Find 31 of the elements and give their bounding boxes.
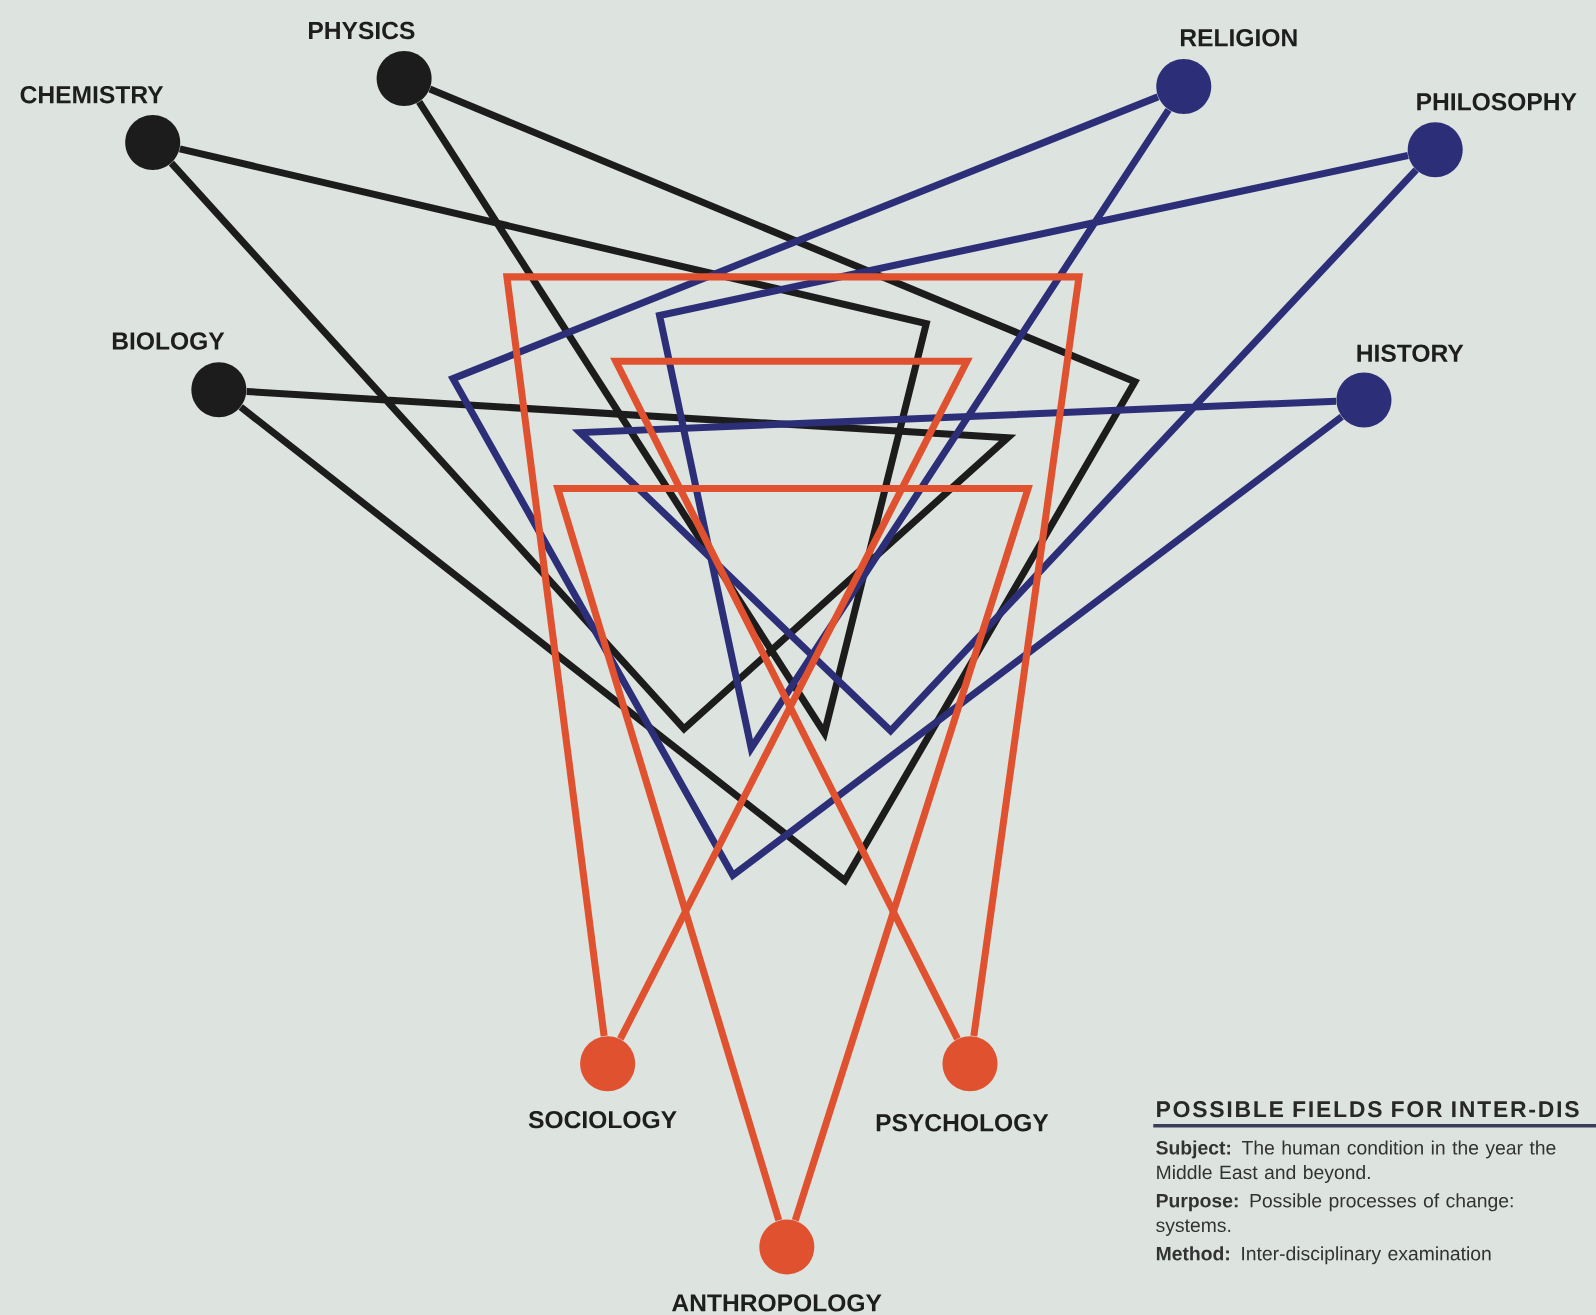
node-label: PHYSICS (309, 21, 415, 40)
node-label: RELIGION (1180, 28, 1297, 47)
discipline-node: PSYCHOLOGY (876, 1036, 1049, 1132)
node-label: ANTHROPOLOGY (672, 1294, 882, 1312)
connector-line (168, 160, 1017, 734)
connector-line (655, 107, 1409, 758)
connector-line (238, 85, 1140, 886)
section-heading: POSSIBLE FIELDS FOR INTER-DIS (1157, 1101, 1579, 1118)
connector-line (502, 273, 1083, 1037)
node-label: HISTORY (1357, 344, 1464, 362)
discipline-node: ANTHROPOLOGY (672, 1219, 882, 1312)
discipline-node: PHILOSOPHY (1407, 93, 1577, 178)
discipline-node: BIOLOGY (112, 332, 247, 418)
discipline-node: SOCIOLOGY (528, 1036, 677, 1129)
connector-line (179, 99, 931, 742)
discipline-node: CHEMISTRY (20, 85, 181, 170)
node-label: BIOLOGY (112, 332, 225, 350)
connector-line (571, 167, 1419, 736)
text-paragraph: Purpose: Possible processes of change: systems. (1156, 1193, 1513, 1236)
discipline-node: RELIGION (1156, 28, 1297, 114)
node-label: PSYCHOLOGY (876, 1113, 1049, 1132)
connector-line (610, 357, 973, 1041)
text-paragraph: Subject: The human condition in the year the Middle East and beyond. (1156, 1140, 1556, 1183)
connector-line (447, 93, 1344, 881)
node-label: SOCIOLOGY (528, 1110, 677, 1129)
node-label: PHILOSOPHY (1417, 93, 1577, 111)
discipline-node: PHYSICS (309, 21, 432, 106)
text-paragraph: Method: Inter-disciplinary examination (1156, 1246, 1491, 1265)
connector-line (553, 485, 1033, 1222)
node-label: CHEMISTRY (20, 85, 164, 104)
discipline-node: HISTORY (1336, 344, 1464, 428)
